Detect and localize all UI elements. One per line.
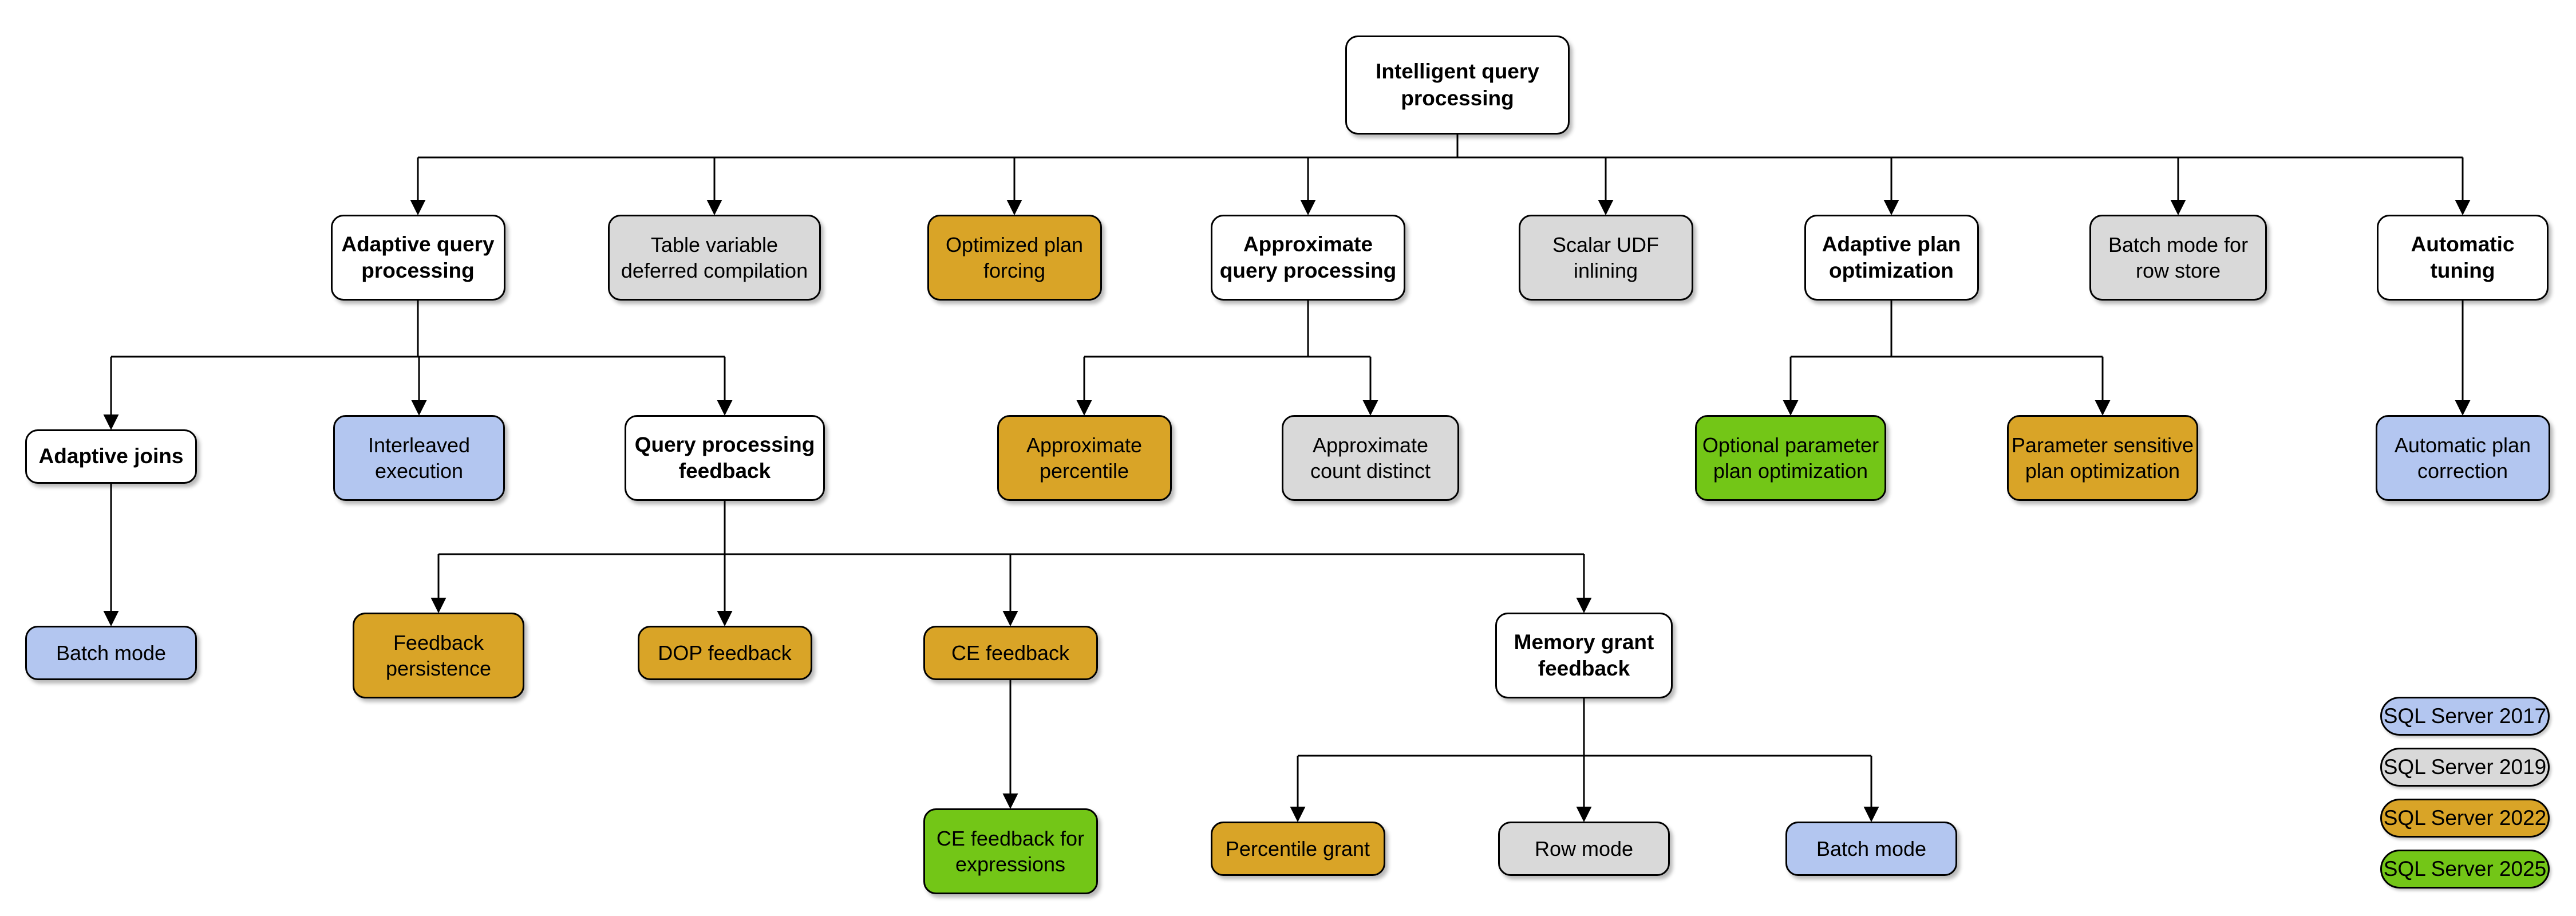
node-intelligent-query-processing: Intelligent query processing xyxy=(1345,35,1570,135)
legend-item-sql-server-2025: SQL Server 2025 xyxy=(2380,850,2550,889)
node-approximate-percentile: Approximate percentile xyxy=(997,415,1172,501)
node-dop-feedback: DOP feedback xyxy=(637,626,812,680)
node-ce-feedback-for-expressions: CE feedback for expressions xyxy=(923,808,1098,894)
node-automatic-tuning: Automatic tuning xyxy=(2377,215,2549,301)
node-query-processing-feedback: Query processing feedback xyxy=(625,415,825,501)
node-approximate-query-processing: Approximate query processing xyxy=(1211,215,1405,301)
node-optional-parameter-plan-optimization: Optional parameter plan optimization xyxy=(1695,415,1886,501)
node-memory-grant-feedback: Memory grant feedback xyxy=(1495,613,1673,698)
node-feedback-persistence: Feedback persistence xyxy=(353,613,524,698)
node-automatic-plan-correction: Automatic plan correction xyxy=(2375,415,2550,501)
node-parameter-sensitive-plan-optimization: Parameter sensitive plan optimization xyxy=(2007,415,2198,501)
node-batch-mode-memory-grant: Batch mode xyxy=(1785,822,1957,876)
legend-item-sql-server-2017: SQL Server 2017 xyxy=(2380,697,2550,736)
node-adaptive-joins: Adaptive joins xyxy=(25,429,197,484)
node-table-variable-deferred-compilation: Table variable deferred compilation xyxy=(608,215,821,301)
node-approximate-count-distinct: Approximate count distinct xyxy=(1282,415,1459,501)
node-percentile-grant: Percentile grant xyxy=(1210,822,1385,876)
node-scalar-udf-inlining: Scalar UDF inlining xyxy=(1518,215,1693,301)
node-adaptive-query-processing: Adaptive query processing xyxy=(330,215,505,301)
node-row-mode: Row mode xyxy=(1498,822,1670,876)
legend-item-sql-server-2022: SQL Server 2022 xyxy=(2380,799,2550,838)
node-batch-mode-adaptive-joins: Batch mode xyxy=(25,626,197,680)
legend-item-sql-server-2019: SQL Server 2019 xyxy=(2380,748,2550,787)
node-ce-feedback: CE feedback xyxy=(923,626,1098,680)
node-adaptive-plan-optimization: Adaptive plan optimization xyxy=(1804,215,1979,301)
node-interleaved-execution: Interleaved execution xyxy=(333,415,505,501)
node-optimized-plan-forcing: Optimized plan forcing xyxy=(927,215,1102,301)
node-batch-mode-for-row-store: Batch mode for row store xyxy=(2089,215,2267,301)
